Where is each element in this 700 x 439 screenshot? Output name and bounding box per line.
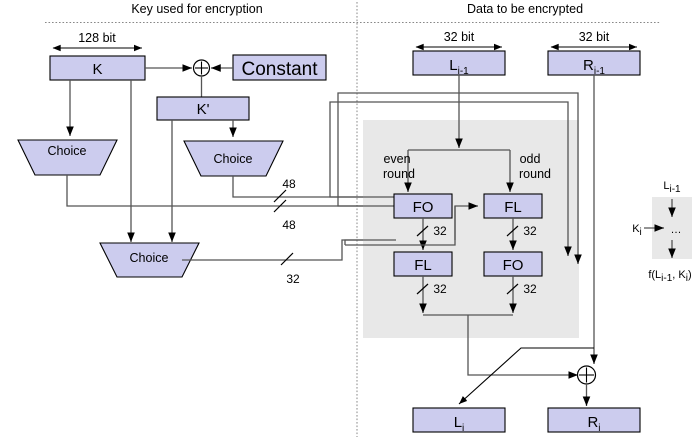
- bus-label-48-bottom: 48: [273, 199, 296, 232]
- fl-block-even-label: FL: [414, 257, 432, 274]
- choice-trapezoid-bottom-label: Choice: [130, 251, 169, 265]
- legend-input-label: Li-1: [663, 180, 681, 195]
- fo-block-odd-label: FO: [503, 257, 524, 274]
- heading-key-section: Key used for encryption: [131, 2, 262, 16]
- legend-key-label: Ki: [632, 223, 642, 238]
- width-label-fl-even-out-text: 32: [433, 282, 447, 296]
- round-panel-background: [363, 120, 579, 338]
- bus-label-32-left: 32: [280, 252, 300, 286]
- input-box-R-prev-label: Ri-1: [583, 57, 605, 77]
- even-round-label-line2: round: [383, 167, 415, 181]
- cross-to-L-out: [458, 347, 594, 405]
- input-box-L-prev[interactable]: [412, 50, 506, 76]
- width-label-fo-even-out-text: 32: [433, 224, 447, 238]
- odd-round-label-line1: odd: [520, 152, 541, 166]
- fl-block-odd-label: FL: [504, 199, 522, 216]
- width-label-fl-odd-out: 32: [506, 224, 537, 238]
- fo-block-odd[interactable]: [483, 251, 543, 277]
- choice-trapezoid-middle[interactable]: [183, 140, 284, 177]
- dimension-128bit-label: 128 bit: [78, 31, 116, 45]
- fl-block-odd[interactable]: [483, 193, 543, 219]
- bus-label-48-top-text: 48: [282, 177, 296, 191]
- odd-round-label-line2: round: [519, 167, 551, 181]
- kprime-box-label: K': [197, 101, 210, 118]
- width-label-fl-even-out: 32: [416, 282, 447, 296]
- even-round-label-line1: even: [383, 152, 410, 166]
- input-box-L-prev-label: Li-1: [449, 57, 469, 77]
- output-box-R-label: Ri: [587, 414, 600, 434]
- fo-block-even[interactable]: [393, 193, 453, 219]
- feedback-path-lower: [344, 239, 396, 245]
- bus-label-48-top: 48: [273, 177, 296, 203]
- feedback-path-inner: [329, 101, 572, 256]
- round-output-drop: [467, 315, 578, 379]
- choice-trapezoid-bottom[interactable]: [99, 242, 200, 278]
- width-label-fo-odd-out-text: 32: [523, 282, 537, 296]
- constant-box-label: Constant: [241, 59, 318, 80]
- constant-box[interactable]: [232, 54, 327, 81]
- legend-output-label: f(Li-1, Ki): [648, 269, 691, 284]
- key-box-K-label: K: [92, 61, 102, 78]
- dimension-128bit: 128 bit: [52, 31, 142, 52]
- width-label-fo-even-out: 32: [416, 224, 447, 238]
- bus-label-32-left-text: 32: [286, 272, 300, 286]
- feedback-path-outer: [337, 92, 582, 264]
- choice-trapezoid-middle-label: Choice: [214, 152, 253, 166]
- fo-block-even-label: FO: [413, 199, 434, 216]
- heading-data-section: Data to be encrypted: [467, 2, 583, 16]
- choice-trapezoid-left-label: Choice: [48, 144, 87, 158]
- bus-label-48-bottom-text: 48: [282, 218, 296, 232]
- choice-trapezoid-left[interactable]: [17, 139, 118, 176]
- output-box-L[interactable]: [412, 407, 506, 433]
- legend-inset: Li-1 Ki … f(Li-1, Ki): [632, 180, 692, 284]
- width-label-fo-odd-out: 32: [506, 282, 537, 296]
- width-label-fl-odd-out-text: 32: [523, 224, 537, 238]
- dimension-32bit-left: 32 bit: [415, 30, 502, 51]
- dimension-32bit-right: 32 bit: [550, 30, 637, 51]
- legend-ellipsis: …: [671, 224, 682, 236]
- dimension-32bit-left-label: 32 bit: [444, 30, 475, 44]
- output-box-R[interactable]: [547, 407, 641, 433]
- dimension-32bit-right-label: 32 bit: [579, 30, 610, 44]
- kprime-box[interactable]: [156, 96, 250, 121]
- output-box-L-label: Li: [454, 414, 465, 434]
